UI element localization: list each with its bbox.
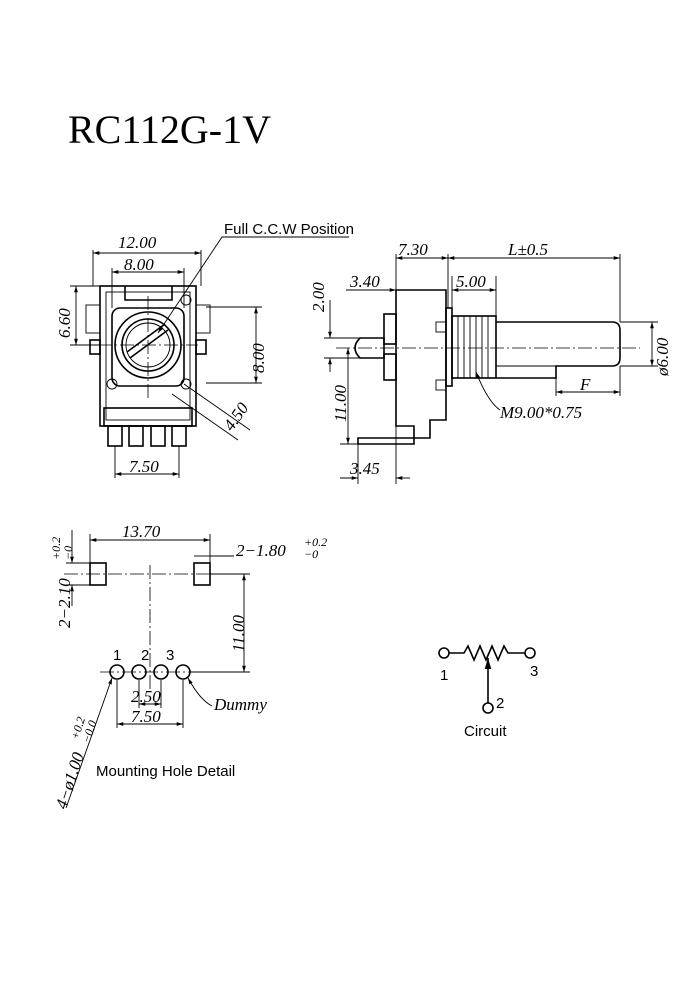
mount-hole-bl [106, 378, 118, 390]
dim-side-length: L±0.5 [507, 240, 548, 259]
callout-full-ccw: Full C.C.W Position [224, 221, 354, 238]
mount-hole-tr [180, 294, 192, 306]
dim-front-height-6-60: 6.60 [55, 308, 74, 338]
pin-b [128, 425, 144, 447]
bottom-ledge [103, 407, 193, 427]
pin-c [150, 425, 166, 447]
side-body-outline [357, 289, 447, 445]
mounting-detail-caption: Mounting Hole Detail [96, 763, 235, 780]
circuit-pin-2: 2 [496, 695, 504, 712]
dim-front-diag-4-50: 4.50 [220, 399, 253, 435]
mount-hole-br [180, 378, 192, 390]
right-side-block [195, 304, 211, 334]
dummy-label: Dummy [213, 695, 267, 714]
dim-flat-f: F [579, 375, 591, 394]
dim-side-11-00: 11.00 [331, 385, 350, 422]
side-pin-stub [354, 337, 385, 359]
circuit-schematic: 1 3 2 Circuit [438, 643, 538, 740]
right-tab [195, 339, 207, 355]
dim-shaft-dia: ø6.00 [653, 337, 672, 377]
dim-front-width-12: 12.00 [118, 233, 157, 252]
hole-label-3: 3 [166, 647, 174, 664]
dim-mount-pitch: 2.50 [131, 687, 161, 706]
thread-spec: M9.00*0.75 [499, 403, 582, 422]
circuit-pin-3: 3 [530, 663, 538, 680]
mounting-hole-detail: 1 2 3 13.70 2−1.80 +0.2 −0 2−2.10 +0.2 −… [44, 522, 331, 812]
dim-front-width-8: 8.00 [124, 255, 154, 274]
dim-side-2-00: 2.00 [309, 282, 328, 312]
left-side-block [85, 304, 101, 334]
dim-front-pin-span: 7.50 [129, 457, 159, 476]
thread-lines [457, 316, 489, 378]
front-body-inner [105, 291, 191, 421]
hole-label-2: 2 [141, 647, 149, 664]
circuit-pin-1: 1 [440, 667, 448, 684]
side-view: 7.30 L±0.5 3.40 5.00 2.00 11.00 3.45 ø6.… [309, 240, 672, 484]
side-detail-bot [435, 379, 447, 391]
pin-d [171, 425, 187, 447]
side-lower-tab [383, 353, 397, 381]
dim-side-7-30: 7.30 [398, 240, 428, 259]
dim-side-3-40: 3.40 [349, 272, 380, 291]
part-number-title: RC112G-1V [68, 107, 271, 152]
circuit-caption: Circuit [464, 723, 507, 740]
dim-mount-slot-height: 2−2.10 +0.2 −0 [47, 533, 75, 628]
pin-a [107, 425, 123, 447]
resistor-symbol [449, 643, 525, 663]
side-upper-tab [383, 313, 397, 345]
shaft-slot-a [129, 329, 169, 359]
threaded-bushing [451, 315, 497, 379]
dim-side-5-00: 5.00 [456, 272, 486, 291]
dim-mount-hole-dia: 4−ø1.00 +0.2 −0.0 [44, 711, 101, 812]
circuit-terminal-1 [438, 647, 450, 659]
dim-front-height-8: 8.00 [249, 343, 268, 373]
dim-mount-slot-width: 2−1.80 +0.2 −0 [236, 533, 331, 561]
shaft-slot-b [126, 323, 166, 353]
left-tab [89, 339, 101, 355]
shaft [496, 321, 621, 379]
dim-mount-pin-span: 7.50 [131, 707, 161, 726]
dim-mount-13-70: 13.70 [122, 522, 161, 541]
circuit-terminal-3 [524, 647, 536, 659]
side-detail-top [435, 321, 447, 333]
top-bracket [124, 286, 173, 301]
hole-label-1: 1 [113, 647, 121, 664]
dim-mount-11-00: 11.00 [229, 615, 248, 652]
front-view: 12.00 8.00 6.60 8.00 4.50 7.50 Full C.C.… [55, 221, 354, 478]
bushing-flange [445, 307, 453, 387]
dim-side-3-45: 3.45 [349, 459, 380, 478]
circuit-terminal-2 [482, 702, 494, 714]
